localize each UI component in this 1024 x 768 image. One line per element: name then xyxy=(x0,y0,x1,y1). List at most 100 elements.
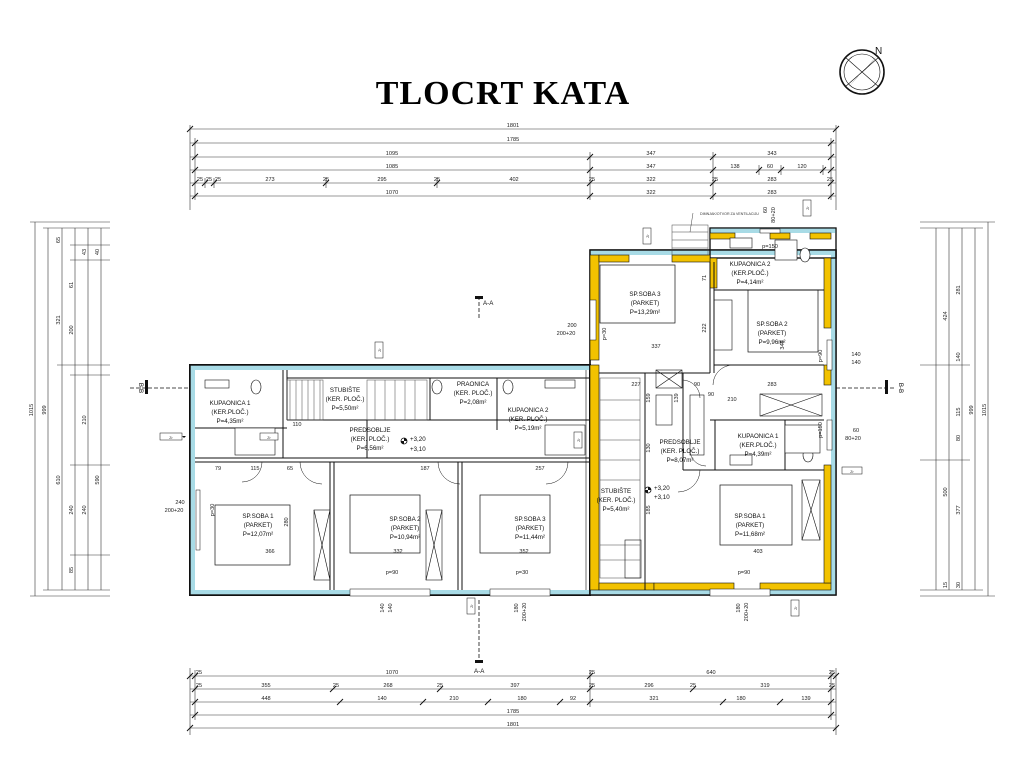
opening-label: p=150 xyxy=(818,422,824,438)
room-area: P=9,96m² xyxy=(759,339,786,346)
section-label: B-B xyxy=(897,383,904,393)
dim-label: 322 xyxy=(646,190,655,196)
dim-label: 210 xyxy=(449,696,458,702)
section-marker-aa-bottom: A-A xyxy=(474,600,485,675)
room-area: P=4,14m² xyxy=(737,279,764,286)
window-dim: 200+20 xyxy=(522,603,528,622)
zr-label: Zr xyxy=(794,606,798,610)
room-name: SP.SOBA 1 xyxy=(242,513,274,520)
dim-label: 25 xyxy=(589,670,595,676)
room-area: P=5,40m² xyxy=(603,506,630,513)
room-floor: (KER.PLOČ.) xyxy=(731,270,768,277)
room-label-sp-soba-2-right: SP.SOBA 2 (PARKET) P=9,96m² xyxy=(756,321,788,346)
dim-label: 25 xyxy=(589,177,595,183)
opening-label: p=30 xyxy=(602,328,608,341)
window-dim: 80+20 xyxy=(771,207,777,223)
level-marker: +3,20 +3,10 xyxy=(644,485,670,501)
room-floor: (PARKET) xyxy=(631,300,659,307)
inner-dim: 65 xyxy=(287,466,293,472)
dim-label: 25 xyxy=(196,683,202,689)
inner-dim: 332 xyxy=(393,549,402,555)
dim-text-top: 1801 1785 1095 347 343 1085 347 138 60 1… xyxy=(197,123,833,196)
dim-text-left: 1015 999 321 610 590 200 210 240 240 85 … xyxy=(29,237,101,573)
dim-label: 1801 xyxy=(507,123,519,129)
dim-label: 1070 xyxy=(386,670,398,676)
window-dim: 180 xyxy=(736,603,742,612)
room-floor: (KER. PLOČ.) xyxy=(326,396,365,403)
dim-label: 15 xyxy=(943,582,949,588)
dim-label: 210 xyxy=(82,415,88,424)
room-label-sp-soba-1-left: SP.SOBA 1 (PARKET) P=12,07m² xyxy=(242,513,274,538)
dim-label: 1085 xyxy=(386,164,398,170)
window-dim: 60 xyxy=(763,207,769,213)
beds xyxy=(214,264,819,566)
north-label: N xyxy=(875,46,882,57)
inner-dim: 185 xyxy=(646,505,652,514)
dim-label: 283 xyxy=(767,177,776,183)
inner-dim: 337 xyxy=(651,344,660,350)
plan-title: TLOCRT KATA xyxy=(376,75,630,112)
dim-label: 640 xyxy=(706,670,715,676)
dim-label: 424 xyxy=(943,311,949,320)
room-floor: (KER. PLOČ.) xyxy=(661,448,700,455)
level-marker: +3,20 +3,10 xyxy=(400,436,426,453)
zr-label: Zr xyxy=(646,234,650,238)
dim-label: 283 xyxy=(767,190,776,196)
dim-label: 61 xyxy=(69,282,75,288)
room-area: P=13,29m² xyxy=(630,309,660,316)
wardrobes xyxy=(313,299,823,581)
room-name: SP.SOBA 2 xyxy=(389,516,421,523)
room-name: KUPAONICA 1 xyxy=(210,400,251,407)
opening-label: p=30 xyxy=(210,504,216,517)
opening-label: p=30 xyxy=(516,570,529,576)
inner-dim: 257 xyxy=(535,466,544,472)
zr-marker: Zr xyxy=(573,431,583,449)
room-label-sp-soba-1-right: SP.SOBA 1 (PARKET) P=11,68m² xyxy=(734,513,766,538)
room-label-kupaonica-1-right: KUPAONICA 1 (KER.PLOČ.) P=4,39m² xyxy=(738,433,779,458)
room-label-stubiste-right: STUBIŠTE (KER. PLOČ.) P=5,40m² xyxy=(597,488,636,513)
window-dims: 240 200+20 200 200+20 140 140 60 80+20 8… xyxy=(165,207,861,622)
room-area: P=5,19m² xyxy=(515,425,542,432)
inner-dim: 403 xyxy=(753,549,762,555)
level-label: +3,10 xyxy=(654,494,670,501)
window-dim: 200+20 xyxy=(165,508,184,514)
inner-dim: 79 xyxy=(215,466,221,472)
room-area: P=11,44m² xyxy=(515,534,545,541)
dim-label: 25 xyxy=(712,177,718,183)
dim-label: 200 xyxy=(69,325,75,334)
section-marker-bb-right: B-B xyxy=(836,380,904,394)
zr-marker: Zr xyxy=(159,432,186,441)
inner-dim: 90 xyxy=(694,382,700,388)
dim-label: 343 xyxy=(767,151,776,157)
opening-label: p=90 xyxy=(386,570,399,576)
room-floor: (KER. PLOČ.) xyxy=(351,436,390,443)
zr-marker: Zr xyxy=(841,466,863,475)
dim-label: 25 xyxy=(589,683,595,689)
window-dim: 240 xyxy=(175,500,184,506)
level-label: +3,20 xyxy=(654,485,670,492)
dim-label: 92 xyxy=(570,696,576,702)
dimension-lines-top xyxy=(189,125,837,210)
inner-dim: 115 xyxy=(251,466,260,472)
dim-label: 25 xyxy=(323,177,329,183)
dim-label: 25 xyxy=(206,177,212,183)
window-dim: 140 xyxy=(851,352,860,358)
dim-label: 610 xyxy=(56,475,62,484)
dim-text-bottom: 25 1070 25 640 25 25 355 25 268 25 397 2… xyxy=(196,670,835,728)
dim-label: 1785 xyxy=(507,137,519,143)
dim-label: 377 xyxy=(956,505,962,514)
zr-marker: Zr xyxy=(642,227,652,245)
zr-label: Zr xyxy=(577,438,581,442)
dim-label: 295 xyxy=(377,177,386,183)
room-area: P=4,35m² xyxy=(217,418,244,425)
dim-label: 999 xyxy=(42,405,48,414)
dim-label: 25 xyxy=(215,177,221,183)
window-openings xyxy=(195,228,833,597)
opening-label: p=90 xyxy=(738,570,751,576)
dim-label: 321 xyxy=(649,696,658,702)
dim-label: 115 xyxy=(956,408,962,417)
dim-label: 25 xyxy=(196,670,202,676)
dim-label: 25 xyxy=(434,177,440,183)
dim-label: 402 xyxy=(509,177,518,183)
